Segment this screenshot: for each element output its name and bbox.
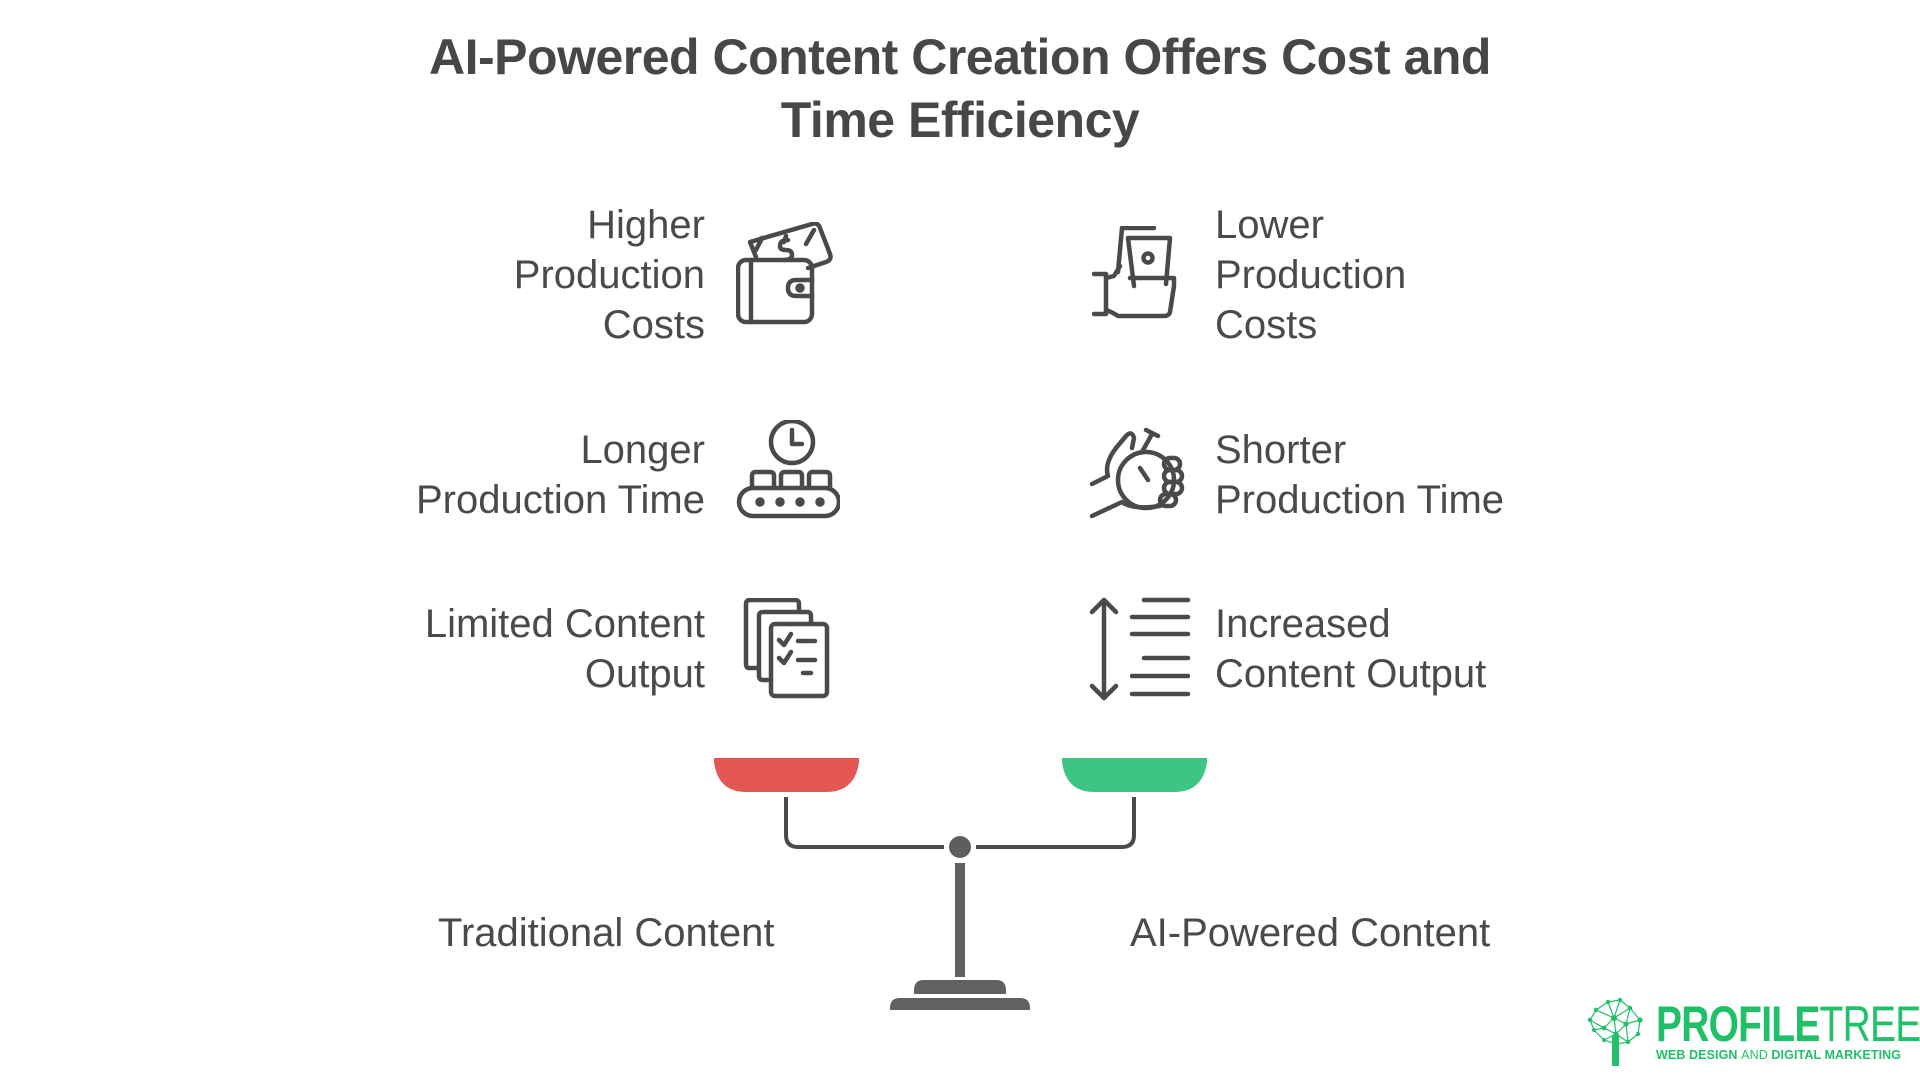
- tagline-part: DIGITAL MARKETING: [1767, 1048, 1902, 1062]
- text-line: Production: [1215, 253, 1407, 297]
- traditional-pan: [714, 758, 859, 792]
- text-line: Costs: [602, 303, 705, 347]
- title-line-2: Time Efficiency: [780, 92, 1140, 148]
- page-title: AI-Powered Content Creation Offers Cost …: [0, 26, 1920, 152]
- stacked-checklist-icon: [743, 598, 835, 700]
- text-line: Production: [513, 253, 705, 297]
- text-line: Production Time: [415, 478, 705, 522]
- hand-money-icon: [1092, 226, 1180, 322]
- logo-tagline: WEB DESIGN AND DIGITAL MARKETING: [1656, 1048, 1901, 1062]
- text-line: Production Time: [1215, 478, 1505, 522]
- logo-brand-bold: PROFILE: [1656, 996, 1820, 1052]
- ai-item-increased-output: Increased Content Output: [1215, 599, 1486, 699]
- ai-pan: [1062, 758, 1207, 792]
- text-line: Shorter: [1215, 428, 1347, 472]
- wallet-money-icon: [736, 222, 840, 328]
- traditional-item-higher-costs: Higher Production Costs: [514, 200, 705, 350]
- text-line: Increased: [1215, 602, 1391, 646]
- title-line-1: AI-Powered Content Creation Offers Cost …: [429, 29, 1491, 85]
- ai-item-lower-costs: Lower Production Costs: [1215, 200, 1406, 350]
- text-line: Output: [584, 652, 705, 696]
- tree-network-icon: [1587, 997, 1643, 1066]
- logo-brand-text: PROFILETREE: [1656, 998, 1920, 1050]
- conveyor-clock-icon: [736, 420, 840, 524]
- ai-powered-content-label: AI-Powered Content: [1130, 911, 1491, 955]
- logo-brand-light: TREE: [1819, 996, 1920, 1052]
- profiletree-logo: PROFILETREE WEB DESIGN AND DIGITAL MARKE…: [1586, 996, 1920, 1066]
- vertical-expand-lines-icon: [1088, 594, 1192, 704]
- text-line: Content Output: [1215, 652, 1487, 696]
- text-line: Limited Content: [424, 602, 705, 646]
- traditional-item-longer-time: Longer Production Time: [416, 425, 705, 525]
- text-line: Higher: [587, 203, 705, 247]
- text-line: Costs: [1215, 303, 1318, 347]
- tagline-part: AND: [1741, 1048, 1768, 1062]
- traditional-content-label: Traditional Content: [438, 911, 775, 955]
- traditional-item-limited-output: Limited Content Output: [425, 599, 705, 699]
- hand-stopwatch-icon: [1086, 424, 1186, 520]
- ai-item-shorter-time: Shorter Production Time: [1215, 425, 1504, 525]
- text-line: Longer: [580, 428, 705, 472]
- balance-scale: [700, 750, 1220, 1020]
- text-line: Lower: [1215, 203, 1324, 247]
- tagline-part: WEB DESIGN: [1656, 1048, 1742, 1062]
